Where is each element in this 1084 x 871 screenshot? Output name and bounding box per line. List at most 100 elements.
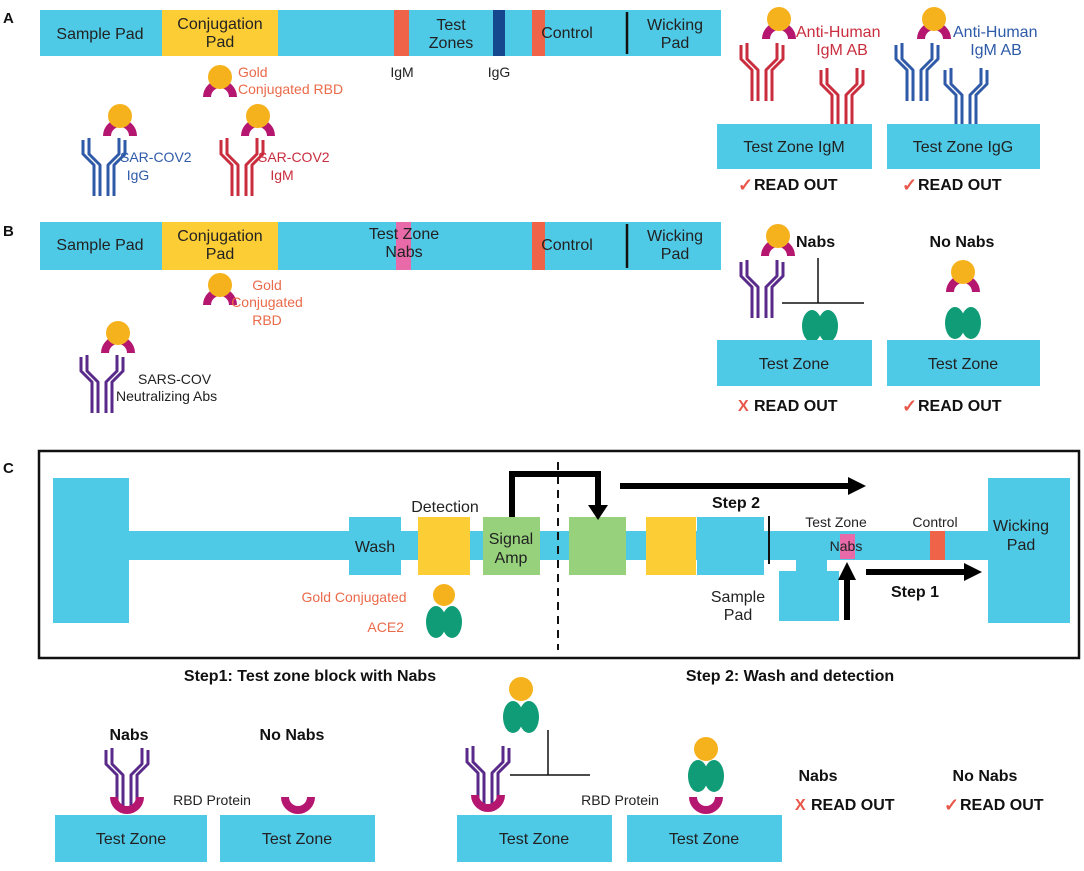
control-label: Control xyxy=(541,25,593,42)
ace2-icon xyxy=(802,310,838,342)
signal-amp-pad xyxy=(483,517,540,575)
arrowhead-icon xyxy=(838,562,856,580)
wicking-pad-label-2: Pad xyxy=(661,35,689,52)
conjugation-pad xyxy=(162,10,278,56)
conjugation-pad-label-2: Pad xyxy=(206,246,234,263)
no-nabs-title: No Nabs xyxy=(930,234,995,251)
sample-pad-label-2: Pad xyxy=(724,607,752,624)
control-line xyxy=(532,222,545,270)
wicking-pad xyxy=(988,478,1070,623)
sars-igg-label-2: IgG xyxy=(127,167,150,183)
test-zone-box xyxy=(55,815,207,862)
step1-label: Step 1 xyxy=(891,584,939,601)
step2-caption: Step 2: Wash and detection xyxy=(686,668,894,685)
control-line xyxy=(532,10,545,56)
strip-background xyxy=(40,10,721,56)
ace2-icon xyxy=(426,606,462,638)
no-nabs-title: No Nabs xyxy=(953,768,1018,785)
test-zones-label-1: Test xyxy=(436,17,466,34)
rbd-protein-icon xyxy=(110,797,144,814)
test-zone-box xyxy=(887,340,1040,386)
strip-background xyxy=(40,222,721,270)
test-zone-label-2: Nabs xyxy=(385,244,422,261)
check-icon: ✓ xyxy=(738,175,753,195)
test-zone-label-1: Test Zone xyxy=(369,226,439,243)
nabs-title: Nabs xyxy=(109,727,148,744)
wicking-pad-label-2: Pad xyxy=(1007,537,1035,554)
sars-igm-label-2: IgM xyxy=(270,167,293,183)
readout-label: READ OUT xyxy=(754,177,838,194)
arrowhead-icon xyxy=(848,477,866,495)
gold-rbd-icon xyxy=(203,65,237,97)
arrowhead-icon xyxy=(964,563,982,581)
conjugation-pad-label-2: Pad xyxy=(206,34,234,51)
panel-c-device xyxy=(53,478,1070,623)
gold-rbd-label-1: Gold xyxy=(252,277,282,293)
gold-ace2-label-2: ACE2 xyxy=(367,619,404,635)
gold-rbd-icon xyxy=(241,104,275,136)
wicking-pad-label-1: Wicking xyxy=(993,518,1049,535)
test-zones-label-2: Zones xyxy=(429,35,473,52)
control-label: Control xyxy=(912,514,957,530)
panel-b-letter: B xyxy=(3,223,14,240)
rbd-protein-label: RBD Protein xyxy=(581,792,659,808)
left-pad xyxy=(53,478,129,623)
test-zone-box xyxy=(220,815,375,862)
wash-pad xyxy=(349,517,401,575)
gold-particle-icon xyxy=(509,677,533,701)
conjugation-pad-label-1: Conjugation xyxy=(177,228,262,245)
panel-c-letter: C xyxy=(3,460,14,477)
igm-line xyxy=(394,10,409,56)
no-nabs-title: No Nabs xyxy=(260,727,325,744)
anti-human-igg-antibody-icon xyxy=(894,41,940,103)
signal-amp-label-2: Amp xyxy=(495,550,528,567)
test-zone-box xyxy=(457,815,612,862)
ace2-icon xyxy=(503,701,539,733)
anti-human-igg-label-2: IgM AB xyxy=(970,42,1022,59)
gold-rbd-label-1: Gold xyxy=(238,64,268,80)
sample-pad-neck xyxy=(796,559,827,571)
nabs-title: Nabs xyxy=(798,768,837,785)
control-line xyxy=(930,531,945,560)
neutralizing-antibody-icon xyxy=(79,353,125,415)
readout-label: READ OUT xyxy=(918,398,1002,415)
signal-amp-label-1: Signal xyxy=(489,531,533,548)
x-mark-icon: X xyxy=(795,797,806,814)
step2-label: Step 2 xyxy=(712,495,760,512)
sample-pad xyxy=(779,571,839,621)
gold-particle-icon xyxy=(433,584,455,606)
detection-pad-2 xyxy=(646,517,696,575)
conjugation-pad-label-1: Conjugation xyxy=(177,16,262,33)
sars-igg-label-1: SAR-COV2 xyxy=(120,149,192,165)
test-zone-label: Test Zone xyxy=(499,831,569,848)
gold-rbd-label-2: Conjugated xyxy=(231,294,303,310)
step1-caption: Step1: Test zone block with Nabs xyxy=(184,668,436,685)
gold-rbd-icon xyxy=(917,7,951,39)
sars-igm-antibody-icon xyxy=(219,136,265,198)
sample-pad-label: Sample Pad xyxy=(56,237,143,254)
anti-human-igg-label-1: Anti-Human xyxy=(953,24,1037,41)
sars-igm-label-1: SAR-COV2 xyxy=(258,149,330,165)
test-zone-label: Test Zone xyxy=(96,831,166,848)
anti-human-igm-label-2: IgM AB xyxy=(816,42,868,59)
gold-rbd-label-2: Conjugated RBD xyxy=(238,81,343,97)
wicking-pad-label-1: Wicking xyxy=(647,17,703,34)
sars-igg-antibody-icon xyxy=(81,136,127,198)
test-zone-igg-label: Test Zone IgG xyxy=(913,139,1014,156)
test-zone-label-1: Test Zone xyxy=(805,514,867,530)
test-zone-box xyxy=(627,815,782,862)
wash-label: Wash xyxy=(355,539,395,556)
rbd-protein-label: RBD Protein xyxy=(173,792,251,808)
detection-label: Detection xyxy=(411,499,479,516)
test-zone-igg-box xyxy=(887,124,1040,169)
rbd-protein-icon xyxy=(689,797,723,814)
gold-rbd-icon xyxy=(761,224,795,256)
wicking-pad-label-1: Wicking xyxy=(647,228,703,245)
anti-human-igm-label-1: Anti-Human xyxy=(796,24,880,41)
gold-rbd-icon xyxy=(762,7,796,39)
readout-label: READ OUT xyxy=(960,797,1044,814)
check-icon: ✓ xyxy=(944,795,959,815)
gold-rbd-icon xyxy=(103,104,137,136)
detection-pad xyxy=(418,517,470,575)
gold-particle-icon xyxy=(694,737,718,761)
